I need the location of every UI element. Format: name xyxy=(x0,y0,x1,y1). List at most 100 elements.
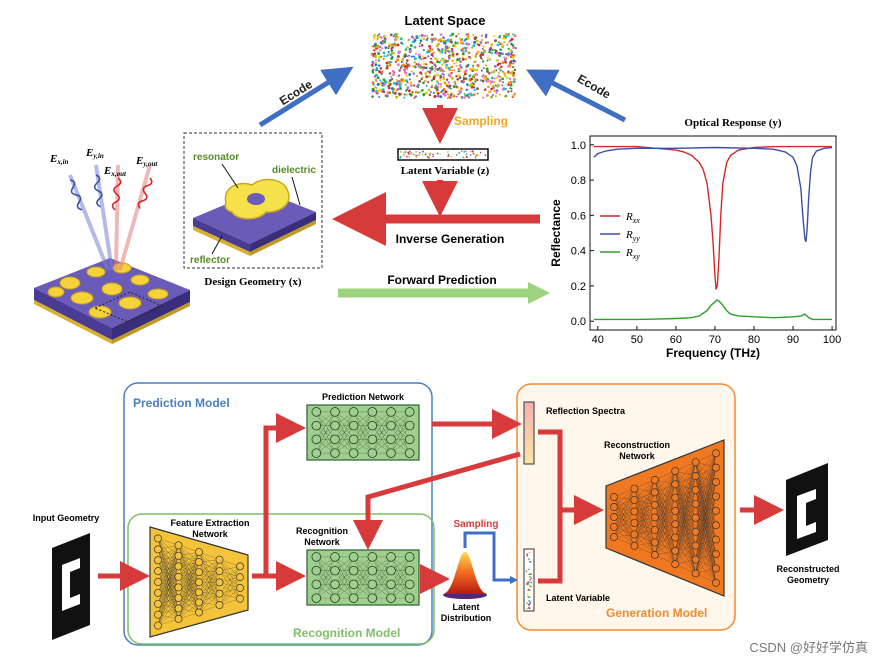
noise-dot xyxy=(431,48,434,51)
strip-dot xyxy=(432,153,434,156)
network-edge xyxy=(178,551,200,598)
noise-dot xyxy=(456,78,460,81)
noise-dot xyxy=(492,80,496,84)
network-node xyxy=(367,448,378,458)
network-node xyxy=(330,579,340,590)
noise-dot xyxy=(406,59,409,62)
strip-dot xyxy=(428,153,431,155)
noise-dot xyxy=(512,94,515,97)
noise-dot xyxy=(490,76,494,80)
network-edge xyxy=(654,471,676,530)
noise-dot xyxy=(485,36,488,39)
noise-dot xyxy=(509,83,513,87)
network-edge xyxy=(634,479,655,501)
noise-dot xyxy=(512,46,516,49)
noise-dot xyxy=(512,71,516,75)
network-edge xyxy=(613,496,635,524)
noise-dot xyxy=(444,51,447,55)
noise-dot xyxy=(418,63,422,67)
feature-extraction-network xyxy=(149,526,249,638)
network-edge xyxy=(654,504,676,565)
noise-dot xyxy=(429,45,432,48)
noise-dot xyxy=(511,56,515,59)
network-edge xyxy=(613,496,635,535)
noise-dot xyxy=(467,51,471,55)
network-edge xyxy=(219,570,241,588)
strip-dot xyxy=(439,153,441,155)
noise-dot xyxy=(385,66,389,70)
network-edge xyxy=(157,538,179,567)
noise-dot xyxy=(405,62,408,64)
strip-dot xyxy=(400,151,402,153)
noise-dot xyxy=(443,81,446,84)
noise-dot xyxy=(509,39,512,42)
noise-dot xyxy=(389,53,393,57)
noise-dot xyxy=(425,75,429,79)
noise-dot xyxy=(435,44,439,48)
network-edge xyxy=(695,489,717,526)
noise-dot xyxy=(428,49,432,53)
network-node xyxy=(215,555,224,564)
network-edge xyxy=(675,524,696,574)
network-edge xyxy=(198,562,220,606)
noise-dot xyxy=(398,92,402,96)
noise-dot xyxy=(509,77,512,80)
noise-dot xyxy=(485,67,489,71)
noise-dot xyxy=(481,53,485,56)
network-edge xyxy=(675,470,696,518)
network-edge xyxy=(178,545,200,573)
noise-dot xyxy=(417,53,421,57)
noise-dot xyxy=(470,93,474,97)
noise-dot xyxy=(376,37,379,41)
noise-dot xyxy=(498,78,502,82)
noise-dot xyxy=(429,47,432,50)
noise-dot xyxy=(466,35,470,38)
network-edge xyxy=(613,488,635,518)
x-tick-label: 100 xyxy=(823,334,841,346)
noise-dot xyxy=(474,80,477,83)
noise-dot xyxy=(389,33,393,37)
noise-dot xyxy=(469,67,472,71)
noise-dot xyxy=(410,93,413,97)
noise-dot xyxy=(431,33,434,36)
network-node xyxy=(174,572,183,581)
noise-dot xyxy=(463,96,466,99)
network-edge xyxy=(654,470,676,518)
noise-dot xyxy=(482,67,485,70)
noise-dot xyxy=(510,87,513,90)
noise-dot xyxy=(412,37,415,40)
y-tick-label: 0.6 xyxy=(571,210,586,222)
noise-dot xyxy=(458,76,462,79)
noise-dot xyxy=(409,81,413,85)
noise-dot xyxy=(501,84,504,87)
network-edge xyxy=(353,425,373,454)
latent-distribution: Latent Distribution xyxy=(441,552,491,623)
network-edge xyxy=(613,496,635,512)
noise-dot xyxy=(503,74,507,78)
network-edge xyxy=(654,492,676,512)
x-tick-label: 50 xyxy=(631,334,643,346)
network-node xyxy=(712,449,720,458)
noise-dot xyxy=(377,64,381,67)
noise-dot xyxy=(447,93,449,96)
noise-dot xyxy=(472,33,475,36)
noise-dot xyxy=(416,75,418,78)
noise-dot xyxy=(405,93,408,96)
network-node xyxy=(610,513,618,521)
network-edge xyxy=(695,489,717,540)
noise-dot xyxy=(488,50,491,54)
latent-variable-label: Latent Variable (z) xyxy=(401,165,490,177)
noise-dot xyxy=(506,65,510,68)
network-node xyxy=(671,560,680,569)
network-edge xyxy=(372,425,392,454)
network-node xyxy=(154,588,162,597)
network-node xyxy=(330,448,340,458)
noise-dot xyxy=(443,37,446,40)
metasurface-illustration: Ex,in Ey,in Ex,out Ey,out xyxy=(34,147,190,344)
network-edge xyxy=(675,462,696,485)
network-node xyxy=(712,564,720,573)
network-node xyxy=(610,533,618,541)
noise-dot xyxy=(408,89,411,93)
noise-dot xyxy=(457,67,461,71)
noise-dot xyxy=(421,88,424,92)
